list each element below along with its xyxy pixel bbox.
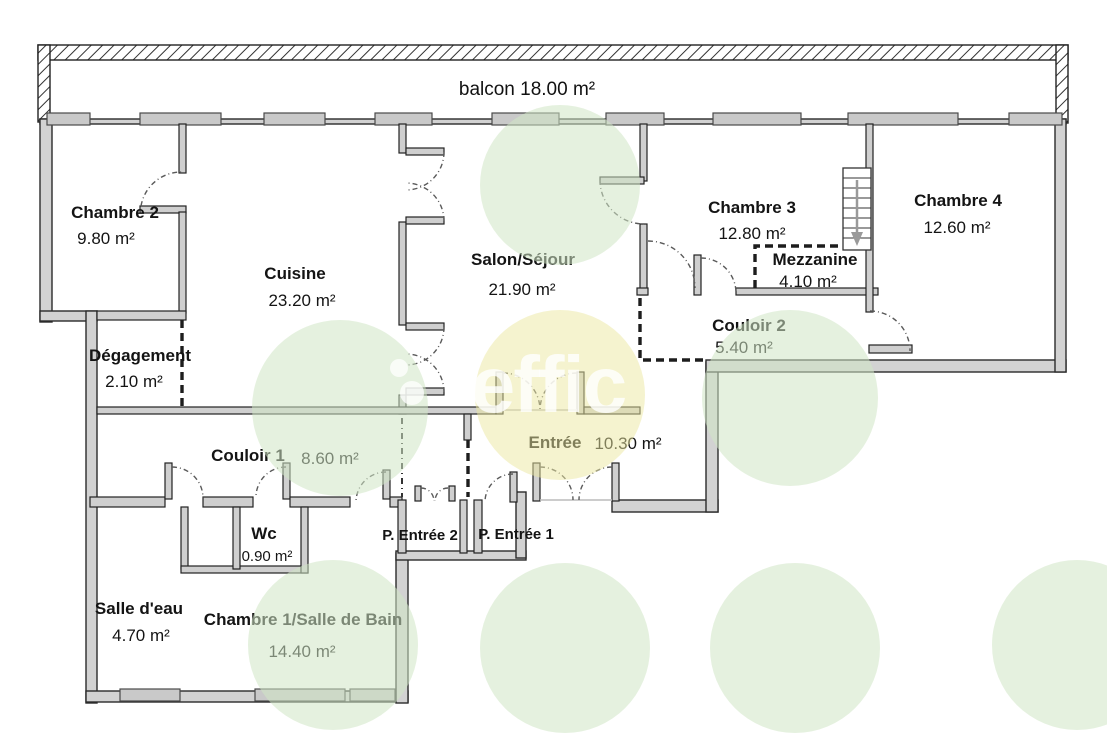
room-label-degagement: Dégagement	[89, 346, 191, 365]
watermark-circle	[480, 105, 640, 265]
watermark-logo-text: effic	[471, 340, 626, 429]
watermark-circle	[248, 560, 418, 730]
watermark-logo-dot	[390, 359, 408, 377]
watermark-circle	[992, 560, 1107, 730]
watermark-logo-dot	[400, 381, 424, 405]
watermark: effic	[248, 105, 1107, 733]
room-area-degagement: 2.10 m²	[105, 372, 163, 391]
balcony-structure	[37, 44, 1069, 124]
balcony-label: balcon 18.00 m²	[459, 79, 595, 100]
dashed-boundaries	[180, 244, 846, 497]
room-area-salle-deau: 4.70 m²	[112, 626, 170, 645]
room-area-mezzanine: 4.10 m²	[779, 272, 837, 291]
room-label-chambre3: Chambre 3	[708, 198, 796, 217]
room-label-salle-deau: Salle d'eau	[95, 599, 183, 618]
room-area-chambre4: 12.60 m²	[923, 218, 990, 237]
room-area-chambre3: 12.80 m²	[718, 224, 785, 243]
room-label-mezzanine: Mezzanine	[772, 250, 857, 269]
room-area-cuisine: 23.20 m²	[268, 291, 335, 310]
room-area-wc: 0.90 m²	[242, 548, 293, 565]
room-area-salon: 21.90 m²	[488, 280, 555, 299]
room-label-chambre2: Chambre 2	[71, 203, 159, 222]
watermark-circle	[702, 310, 878, 486]
watermark-circle	[252, 320, 428, 496]
watermark-circle	[710, 563, 880, 733]
watermark-circle-yellow	[475, 310, 645, 480]
watermark-circle	[480, 563, 650, 733]
room-area-chambre2: 9.80 m²	[77, 229, 135, 248]
room-label-wc: Wc	[251, 524, 277, 543]
room-label-p-entree1: P. Entrée 1	[478, 526, 554, 543]
room-label-p-entree2: P. Entrée 2	[382, 527, 458, 544]
room-label-cuisine: Cuisine	[264, 264, 325, 283]
stairs-icon	[842, 167, 872, 251]
room-label-chambre4: Chambre 4	[914, 191, 1002, 210]
